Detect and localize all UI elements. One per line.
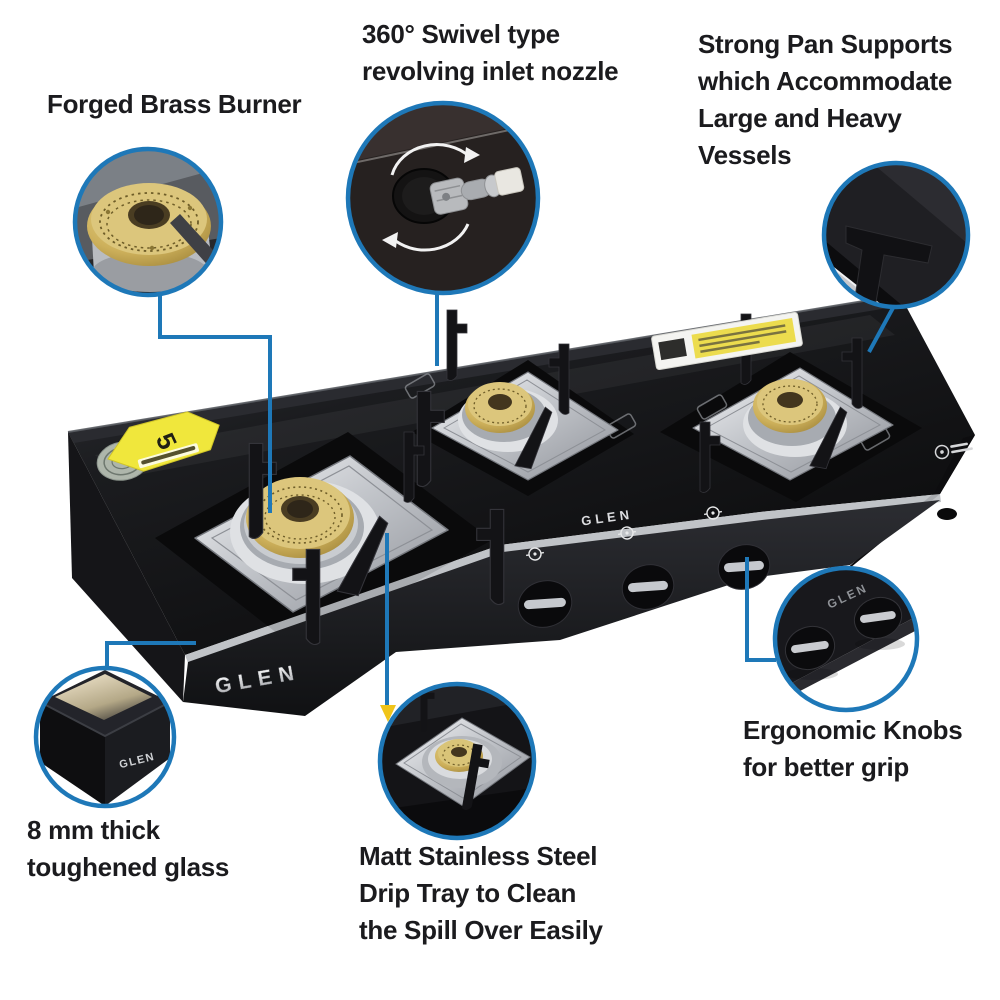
brand-logo-glass: GLEN xyxy=(580,506,634,528)
stove-foot xyxy=(937,508,957,520)
callout-circle-inlet-nozzle xyxy=(345,100,541,296)
heat-safe-emblem xyxy=(934,442,973,460)
callout-line-pan-supports xyxy=(867,305,896,353)
control-knob-2 xyxy=(621,564,675,610)
burner-indicator-icon-2 xyxy=(618,526,636,540)
feature-label-forged-brass-burner: Forged Brass Burner xyxy=(47,89,302,119)
spec-sticker xyxy=(651,311,803,371)
feature-label-toughened-glass: 8 mm thick toughened glass xyxy=(27,815,230,882)
right-side-face xyxy=(838,435,975,576)
control-knobs xyxy=(517,544,771,628)
control-knob-3 xyxy=(717,544,771,590)
burner-3 xyxy=(692,367,894,481)
callout-photo-glass-corner: GLEN xyxy=(36,668,174,806)
callout-circle-knobs xyxy=(772,565,920,713)
warranty-sticker: 5 xyxy=(107,411,220,472)
drip-tray-arrowhead xyxy=(380,705,396,722)
callout-circle-drip-tray xyxy=(377,681,537,841)
callout-line-brass-burner xyxy=(158,291,272,513)
callout-circle-pan-supports xyxy=(821,160,971,310)
gas-stove: GLEN GLEN 5 xyxy=(67,294,975,716)
callout-line-knobs xyxy=(745,557,776,662)
left-side-face xyxy=(68,432,185,702)
callout-lines xyxy=(105,291,896,714)
callout-photo-knobs: GLEN xyxy=(775,568,917,710)
burner-indicator-icons xyxy=(526,506,722,561)
callout-circle-brass-burner xyxy=(72,146,224,298)
burner-1 xyxy=(194,455,449,613)
feature-label-ergonomic-knobs: Ergonomic Knobs for better grip xyxy=(743,715,963,782)
burner-indicator-icon-3 xyxy=(704,506,722,520)
burner-indicator-icon-1 xyxy=(526,547,544,561)
control-knob-1 xyxy=(517,580,573,628)
callout-circle-glass-corner xyxy=(33,665,177,809)
feature-label-strong-pan-supports: Strong Pan Supports which Accommodate La… xyxy=(698,29,953,170)
feature-label-drip-tray: Matt Stainless Steel Drip Tray to Clean … xyxy=(359,841,603,945)
callout-photo-brass-burner xyxy=(75,149,221,295)
callout-photo-drip-tray xyxy=(380,684,534,838)
callout-line-glass xyxy=(105,641,196,669)
feature-label-swivel-inlet-nozzle: 360° Swivel type revolving inlet nozzle xyxy=(362,19,619,86)
